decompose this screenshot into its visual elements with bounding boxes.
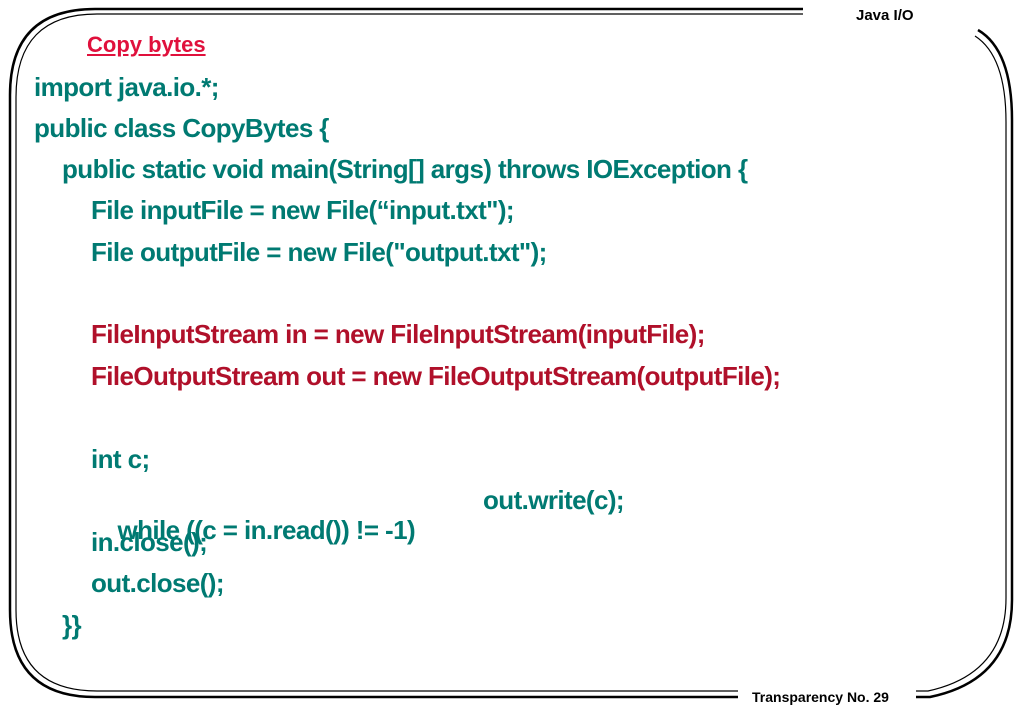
frame-bottom-left-arc	[8, 609, 738, 699]
code-line-main-decl: public static void main(String[] args) t…	[62, 154, 748, 184]
frame-right-arc	[916, 28, 1014, 699]
code-line-class-decl: public class CopyBytes {	[34, 113, 329, 143]
code-line-int-decl: int c;	[91, 444, 150, 474]
code-line-closing-braces: }}	[62, 610, 82, 640]
code-line-in-close: in.close();	[91, 527, 208, 557]
code-line-while-body: out.write(c);	[483, 485, 625, 515]
code-line-out-close: out.close();	[91, 568, 225, 598]
code-line-output-file: File outputFile = new File("output.txt")…	[91, 237, 547, 267]
while-condition: while ((c = in.read()) != -1)	[117, 515, 416, 545]
frame-top-left-arc	[8, 7, 803, 610]
code-line-input-file: File inputFile = new File(“input.txt");	[91, 195, 515, 225]
footer-label: Transparency No. 29	[752, 689, 889, 705]
slide-title: Copy bytes	[87, 32, 206, 57]
header-label: Java I/O	[856, 7, 914, 24]
code-line-while-loop: while ((c = in.read()) != -1)	[91, 485, 416, 575]
frame-bottom-left-arc-inner	[15, 609, 738, 692]
code-line-input-stream: FileInputStream in = new FileInputStream…	[91, 319, 705, 349]
code-line-output-stream: FileOutputStream out = new FileOutputStr…	[91, 361, 781, 391]
frame-top-left-arc-inner	[15, 13, 803, 610]
frame-right-arc-inner	[916, 35, 1007, 692]
code-line-import: import java.io.*;	[34, 72, 219, 102]
